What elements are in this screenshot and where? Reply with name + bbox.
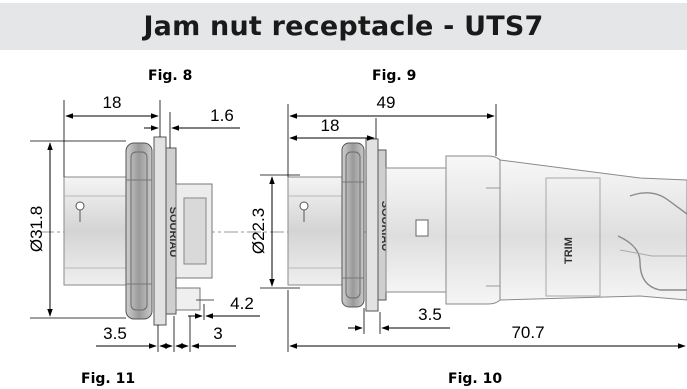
- jam-nut: [125, 142, 153, 320]
- dim-1-6: 1.6: [210, 106, 234, 125]
- dim-diameter-22-3: Ø22.3: [249, 208, 268, 254]
- dim-3-5-right: 3.5: [418, 305, 442, 324]
- page-title: Jam nut receptacle - UTS7: [143, 11, 544, 42]
- dim-3-5-left: 3.5: [103, 324, 127, 343]
- dim-3: 3: [213, 324, 222, 343]
- fig-10-caption: Fig. 10: [448, 371, 502, 387]
- receptacle-shell: [63, 176, 129, 286]
- right-connector-drawing: SOURIAU TRIM 49 18 Ø22.3 3.5: [249, 93, 687, 352]
- trim-label: TRIM: [563, 237, 575, 264]
- dim-70-7: 70.7: [511, 323, 544, 342]
- mounting-flange-right: [365, 138, 379, 312]
- dim-diameter-31-8: Ø31.8: [27, 206, 46, 252]
- title-bar: Jam nut receptacle - UTS7: [0, 0, 687, 50]
- jam-nut-right: [341, 142, 365, 308]
- dim-18-right: 18: [321, 116, 340, 135]
- dim-4-2: 4.2: [230, 294, 254, 313]
- coupling-ring: [445, 155, 501, 305]
- fig-8-caption: Fig. 8: [148, 68, 192, 84]
- coding-key-right: [299, 201, 309, 211]
- receptacle-shell-right: [287, 176, 345, 286]
- left-connector-drawing: SOURIAU 18 1.6 Ø31.8 3.5 3: [27, 93, 687, 352]
- dim-49: 49: [377, 93, 396, 112]
- dim-18: 18: [103, 93, 122, 112]
- fig-9-caption: Fig. 9: [372, 68, 416, 84]
- strain-relief: [499, 159, 687, 301]
- mounting-flange: [153, 136, 167, 326]
- coding-key: [75, 201, 85, 211]
- fig-11-caption: Fig. 11: [81, 371, 135, 387]
